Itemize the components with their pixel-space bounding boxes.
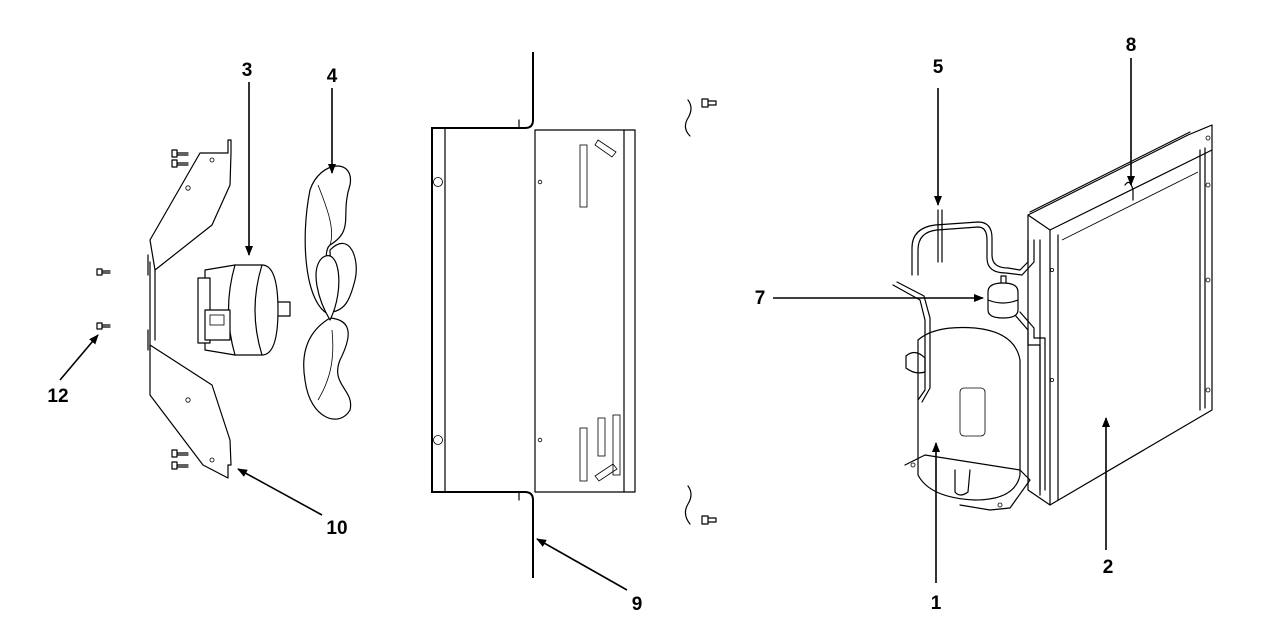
partition-panel	[431, 52, 636, 578]
screw	[171, 149, 189, 158]
screw	[171, 461, 189, 470]
panel-clips	[684, 98, 717, 525]
callout-5: 5	[933, 57, 944, 78]
leader-10	[237, 468, 323, 516]
callout-3: 3	[242, 60, 253, 81]
refrigerant-tubing	[892, 209, 1046, 491]
callout-leaders	[59, 58, 1135, 591]
compressor	[904, 326, 1031, 511]
callout-7: 7	[755, 288, 766, 309]
screw	[171, 449, 189, 458]
callout-8: 8	[1126, 35, 1137, 56]
screw	[96, 268, 111, 276]
callout-4: 4	[327, 66, 338, 87]
bracket-screws	[96, 149, 189, 470]
screw	[96, 322, 111, 330]
leader-12	[59, 334, 99, 381]
fan-blade	[303, 165, 357, 420]
callout-10: 10	[326, 518, 347, 539]
condenser-coil	[1027, 124, 1213, 506]
callout-2: 2	[1103, 557, 1114, 578]
callout-9: 9	[632, 594, 643, 615]
fan-motor	[197, 264, 291, 356]
callout-1: 1	[931, 593, 942, 614]
fan-mounting-bracket	[147, 139, 232, 479]
screw	[171, 159, 189, 168]
leader-9	[536, 538, 628, 591]
filter-drier	[987, 275, 1019, 319]
callout-12: 12	[47, 386, 68, 407]
callout-labels: 1 2 3 4 5 7 8 9 10 12	[47, 35, 1136, 615]
